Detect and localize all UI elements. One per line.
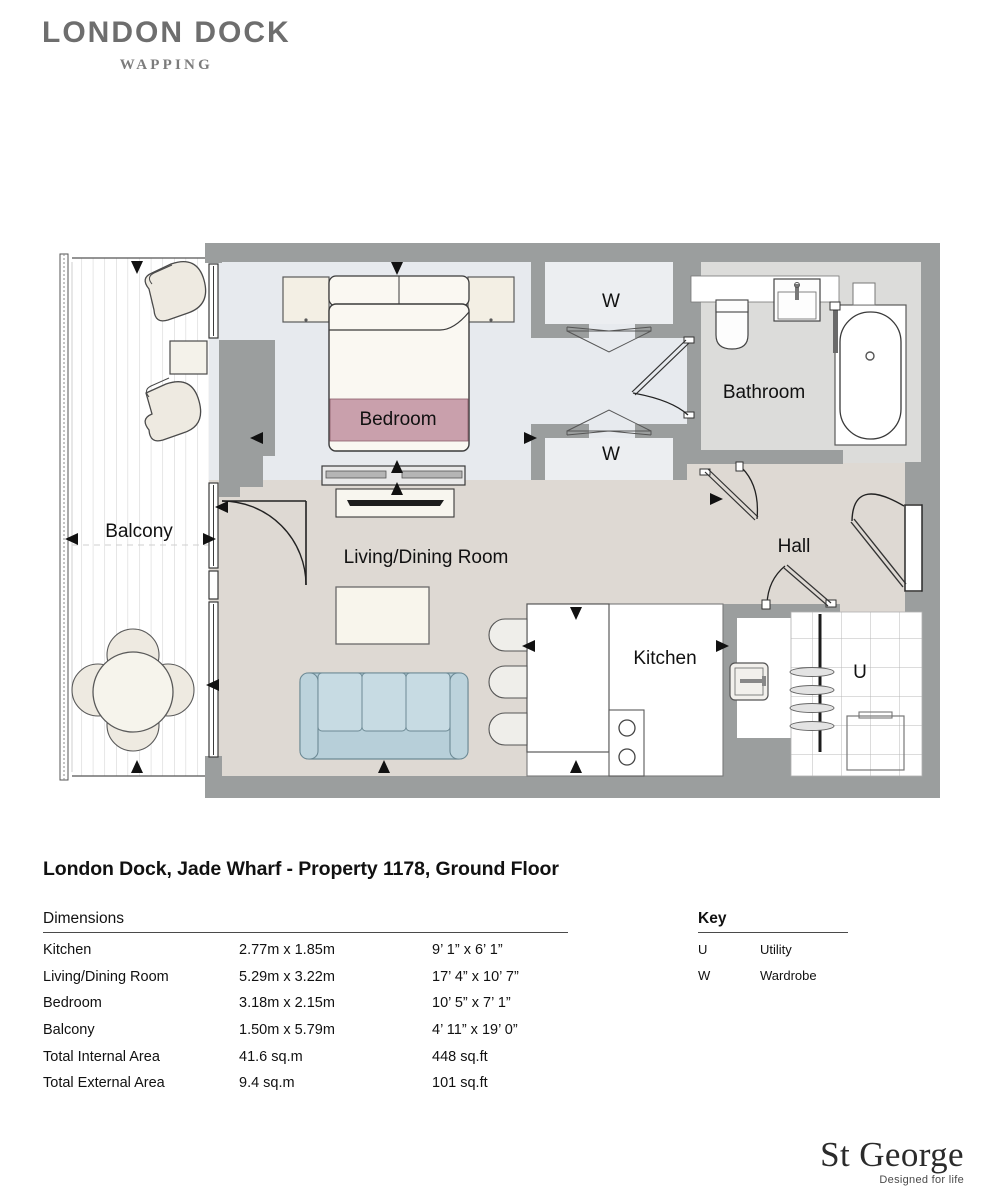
- table-row: Kitchen 2.77m x 1.85m 9’ 1” x 6’ 1”: [43, 937, 568, 964]
- table-row: Total External Area 9.4 sq.m 101 sq.ft: [43, 1070, 568, 1097]
- dimension-imperial: 9’ 1” x 6’ 1”: [432, 942, 503, 959]
- dimension-metric: 2.77m x 1.85m: [239, 942, 335, 959]
- kitchen-dining-chairs: [488, 618, 528, 746]
- coffee-table: [335, 586, 430, 645]
- key-rule: [698, 932, 848, 933]
- wardrobe-bottom: [545, 409, 673, 480]
- dimensions-rule: [43, 932, 568, 933]
- toilet: [715, 299, 749, 350]
- room-label-bathroom: Bathroom: [723, 382, 805, 403]
- utility-room: [789, 611, 923, 777]
- bathroom-door: [631, 336, 695, 419]
- brand-logo-name: LONDON DOCK: [42, 16, 291, 49]
- dimension-room: Bedroom: [43, 995, 102, 1012]
- room-label-utility: U: [853, 662, 867, 683]
- room-label-kitchen: Kitchen: [633, 648, 696, 669]
- room-label-wardrobe-top: W: [602, 291, 620, 312]
- bed: [328, 275, 470, 452]
- dimension-room: Total Internal Area: [43, 1048, 160, 1065]
- front-entrance-door: [850, 493, 923, 592]
- key-meaning: Utility: [760, 942, 792, 958]
- balcony-side-table: [169, 340, 208, 375]
- key-section: Key U Utility W Wardrobe: [698, 910, 848, 988]
- dimension-metric: 9.4 sq.m: [239, 1075, 295, 1092]
- dimension-imperial: 448 sq.ft: [432, 1048, 488, 1065]
- table-row: Balcony 1.50m x 5.79m 4’ 11” x 19’ 0”: [43, 1017, 568, 1044]
- bathtub: [829, 282, 907, 446]
- hall-door-to-bathroom: [699, 461, 759, 521]
- dimension-markers: [65, 261, 729, 773]
- kitchen-sink: [729, 662, 769, 701]
- bedside-table-right: [467, 276, 515, 323]
- key-symbol: U: [698, 942, 708, 958]
- room-label-hall: Hall: [778, 536, 811, 557]
- balcony-lounge-chair-top: [144, 260, 207, 322]
- key-symbol: W: [698, 967, 711, 983]
- dimension-room: Total External Area: [43, 1075, 165, 1092]
- table-row: Total Internal Area 41.6 sq.m 448 sq.ft: [43, 1043, 568, 1070]
- key-heading: Key: [698, 910, 727, 927]
- dimension-room: Balcony: [43, 1022, 95, 1039]
- balcony-door: [221, 500, 307, 586]
- table-row: U Utility: [698, 937, 848, 963]
- dimension-imperial: 17’ 4” x 10’ 7”: [432, 968, 519, 985]
- bedroom-console-partition: [321, 465, 466, 486]
- developer-tagline: Designed for life: [879, 1174, 964, 1186]
- exterior-walls: [205, 243, 940, 798]
- wardrobe-top: [545, 262, 673, 353]
- table-row: W Wardrobe: [698, 963, 848, 989]
- washbasin: [773, 278, 821, 322]
- dimension-metric: 5.29m x 3.22m: [239, 968, 335, 985]
- dimensions-section: Dimensions Kitchen 2.77m x 1.85m 9’ 1” x…: [43, 910, 568, 1097]
- developer-name: St George: [820, 1135, 964, 1174]
- utility-door: [761, 564, 837, 610]
- key-meaning: Wardrobe: [760, 967, 817, 983]
- balcony-lounge-chair-bottom: [144, 377, 202, 442]
- room-label-balcony: Balcony: [105, 521, 173, 542]
- table-row: Bedroom 3.18m x 2.15m 10’ 5” x 7’ 1”: [43, 990, 568, 1017]
- brand-header: LONDON DOCK WAPPING: [42, 18, 291, 74]
- dimension-imperial: 101 sq.ft: [432, 1075, 488, 1092]
- dimensions-table: Kitchen 2.77m x 1.85m 9’ 1” x 6’ 1” Livi…: [43, 937, 568, 1097]
- kitchen-hob: [608, 709, 645, 777]
- dimension-metric: 3.18m x 2.15m: [239, 995, 335, 1012]
- room-label-wardrobe-bottom: W: [602, 444, 620, 465]
- dimension-imperial: 10’ 5” x 7’ 1”: [432, 995, 511, 1012]
- dimension-room: Living/Dining Room: [43, 968, 169, 985]
- page-title: London Dock, Jade Wharf - Property 1178,…: [43, 858, 559, 880]
- dimensions-heading: Dimensions: [43, 910, 124, 927]
- developer-logo: St George Designed for life: [820, 1137, 964, 1186]
- brand-logo-location: WAPPING: [119, 57, 213, 73]
- room-label-bedroom: Bedroom: [359, 409, 436, 430]
- table-row: Living/Dining Room 5.29m x 3.22m 17’ 4” …: [43, 964, 568, 991]
- dimension-imperial: 4’ 11” x 19’ 0”: [432, 1022, 518, 1039]
- dimension-metric: 41.6 sq.m: [239, 1048, 303, 1065]
- structural-pier: [219, 340, 275, 497]
- bedside-table-left: [282, 276, 330, 323]
- key-table: U Utility W Wardrobe: [698, 937, 848, 988]
- sofa: [299, 672, 469, 760]
- dimension-room: Kitchen: [43, 942, 92, 959]
- room-label-living-dining: Living/Dining Room: [344, 547, 509, 568]
- balcony-dining-set: [71, 628, 195, 752]
- dimension-metric: 1.50m x 5.79m: [239, 1022, 335, 1039]
